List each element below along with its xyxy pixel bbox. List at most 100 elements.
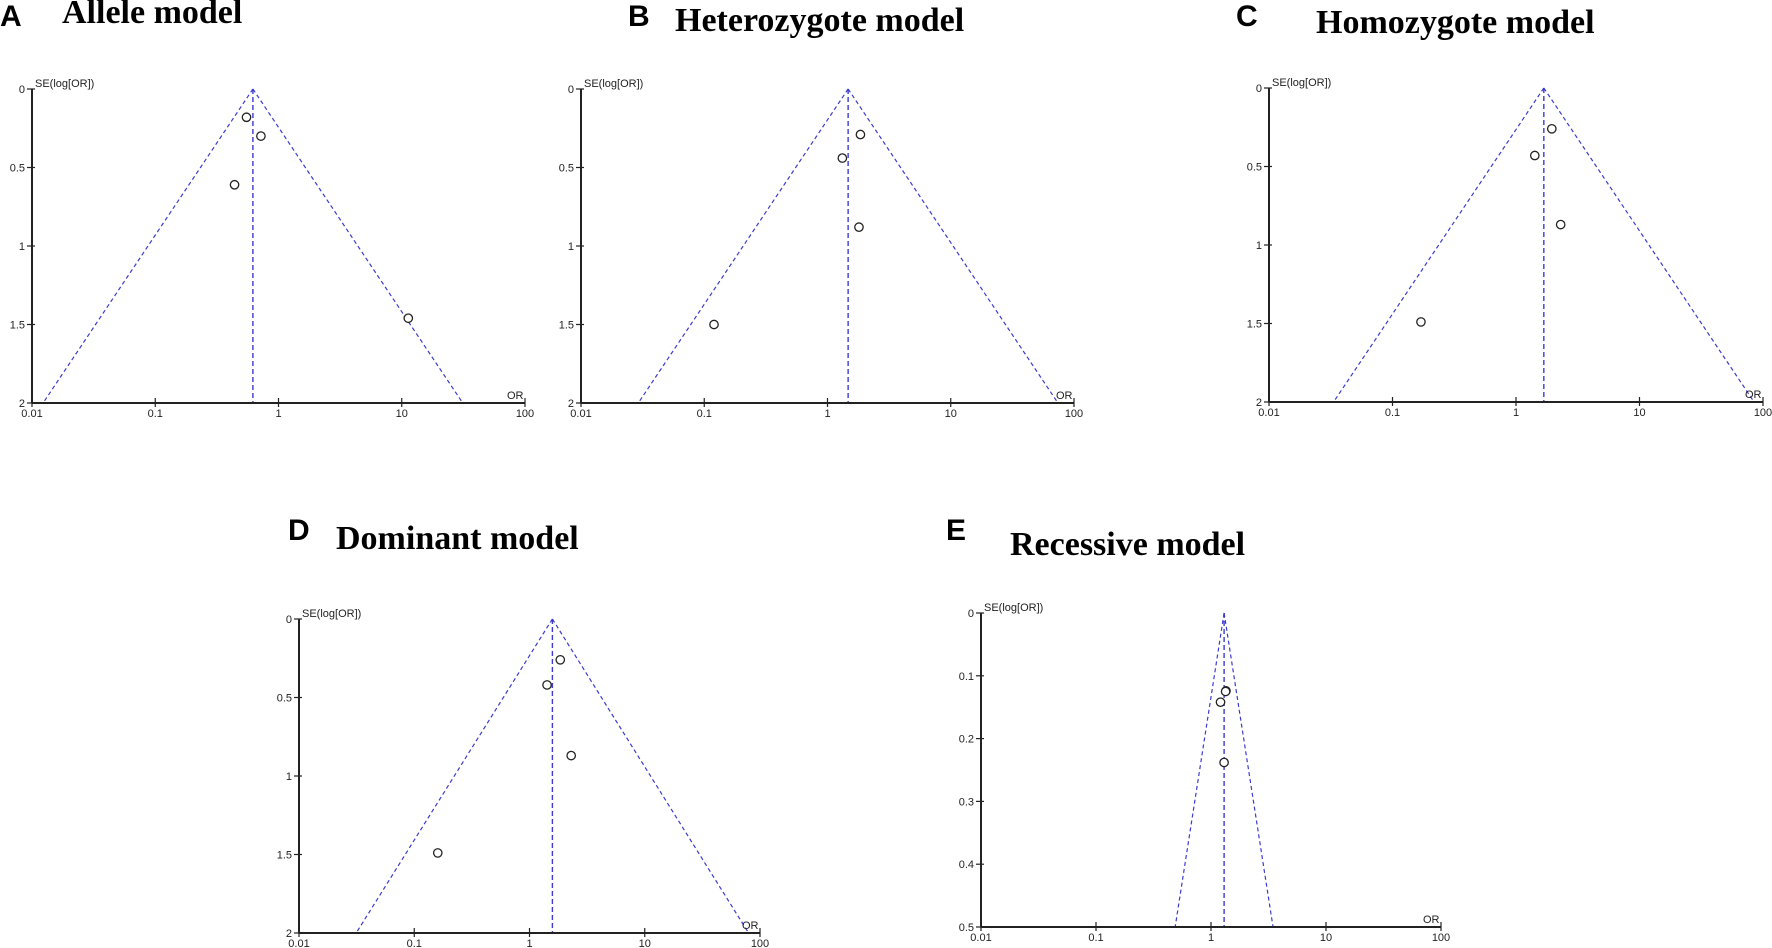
funnel-right-line: [847, 88, 1059, 404]
panel-letter: A: [0, 0, 22, 33]
study-point: [555, 654, 566, 665]
y-tick-label: 1.5: [559, 320, 574, 332]
funnel-left-line: [1174, 612, 1225, 928]
y-tick-label: 0: [1256, 83, 1262, 95]
x-tick-label: 0.1: [697, 408, 712, 420]
study-point: [709, 319, 719, 330]
x-axis-label: OR: [507, 390, 524, 402]
y-tick-label: 2: [1256, 397, 1262, 409]
y-tick-label: 0.5: [277, 693, 292, 705]
y-tick-label: 1: [1256, 240, 1262, 252]
y-tick-label: 0: [968, 608, 974, 620]
y-axis-label: SE(log[OR]): [35, 78, 94, 90]
study-point: [1529, 150, 1540, 161]
x-tick-label: 100: [1065, 408, 1083, 420]
funnel-left-line: [1333, 87, 1545, 403]
y-tick-label: 1.5: [1247, 319, 1262, 331]
x-tick-label: 100: [1754, 407, 1772, 419]
study-point: [837, 153, 848, 163]
study-point: [1215, 697, 1226, 708]
panel-title: Allele model: [62, 0, 243, 31]
y-tick-label: 0: [286, 614, 292, 626]
y-tick-label: 1.5: [10, 320, 25, 332]
study-point: [542, 680, 552, 690]
y-axis-label: SE(log[OR]): [1272, 77, 1331, 89]
y-tick-label: 0: [19, 84, 25, 96]
study-point: [854, 222, 864, 233]
study-point: [229, 179, 240, 190]
x-axis-label: OR: [742, 920, 759, 932]
y-tick-label: 1: [19, 241, 25, 253]
panel-title: Heterozygote model: [675, 2, 965, 39]
study-point: [1220, 686, 1231, 697]
funnel-right-line: [252, 88, 464, 404]
x-tick-label: 100: [1432, 932, 1450, 944]
axes: 0 0.5 1 1.5 20.01 0.1 1 10 100 SE(log[OR]) OR: [559, 78, 1083, 420]
x-tick-label: 100: [516, 408, 534, 420]
x-tick-label: 0.1: [148, 408, 163, 420]
funnel-right-line: [1543, 87, 1755, 403]
panel-title: Recessive model: [1010, 526, 1246, 563]
y-tick-label: 0.5: [959, 922, 974, 934]
study-point: [256, 131, 266, 141]
x-axis-label: OR: [1423, 914, 1440, 926]
y-tick-label: 2: [19, 398, 25, 410]
x-tick-label: 1: [526, 938, 532, 948]
study-points: [1215, 686, 1231, 768]
panel-title: Homozygote model: [1316, 4, 1595, 41]
x-tick-label: 0.01: [970, 932, 991, 944]
study-point: [1546, 123, 1557, 134]
y-axis-label: SE(log[OR]): [302, 608, 361, 620]
study-point: [1555, 219, 1566, 230]
funnel-lines: [1174, 612, 1274, 928]
study-point: [566, 750, 577, 761]
x-tick-label: 10: [1633, 407, 1645, 419]
y-tick-label: 0.5: [1247, 162, 1262, 174]
funnel-right-line: [551, 618, 750, 934]
y-tick-label: 0.5: [559, 163, 574, 175]
x-tick-label: 1: [275, 408, 281, 420]
study-point: [1416, 317, 1426, 327]
y-tick-label: 0: [568, 84, 574, 96]
y-tick-label: 0.2: [959, 734, 974, 746]
funnel-lines: [637, 88, 1059, 404]
x-tick-label: 10: [639, 938, 651, 948]
funnel-left-line: [637, 88, 849, 404]
x-axis-label: OR: [1745, 389, 1762, 401]
x-tick-label: 0.1: [1385, 407, 1400, 419]
x-tick-label: 10: [396, 408, 408, 420]
x-tick-label: 0.1: [407, 938, 422, 948]
y-tick-label: 0.5: [10, 163, 25, 175]
panel-letter: E: [946, 514, 967, 547]
x-axis-label: OR: [1056, 390, 1073, 402]
x-tick-label: 10: [1320, 932, 1332, 944]
x-tick-label: 0.01: [1258, 407, 1279, 419]
x-tick-label: 1: [1208, 932, 1214, 944]
x-tick-label: 0.01: [570, 408, 591, 420]
study-point: [1219, 757, 1229, 768]
panel-letter: D: [288, 514, 310, 547]
x-tick-label: 0.01: [288, 938, 309, 948]
funnel-plot: 0 0.5 1 1.5 20.01 0.1 1 10 100 SE(log[OR]) OR: [559, 78, 1083, 420]
y-tick-label: 1: [568, 241, 574, 253]
funnel-left-line: [42, 88, 254, 404]
study-points: [432, 654, 577, 858]
y-tick-label: 0.4: [959, 859, 974, 871]
x-tick-label: 10: [945, 408, 957, 420]
y-tick-label: 2: [286, 928, 292, 940]
y-tick-label: 2: [568, 398, 574, 410]
study-point: [855, 129, 866, 140]
y-axis-label: SE(log[OR]): [584, 78, 643, 90]
x-tick-label: 1: [824, 408, 830, 420]
study-points: [1416, 123, 1566, 327]
